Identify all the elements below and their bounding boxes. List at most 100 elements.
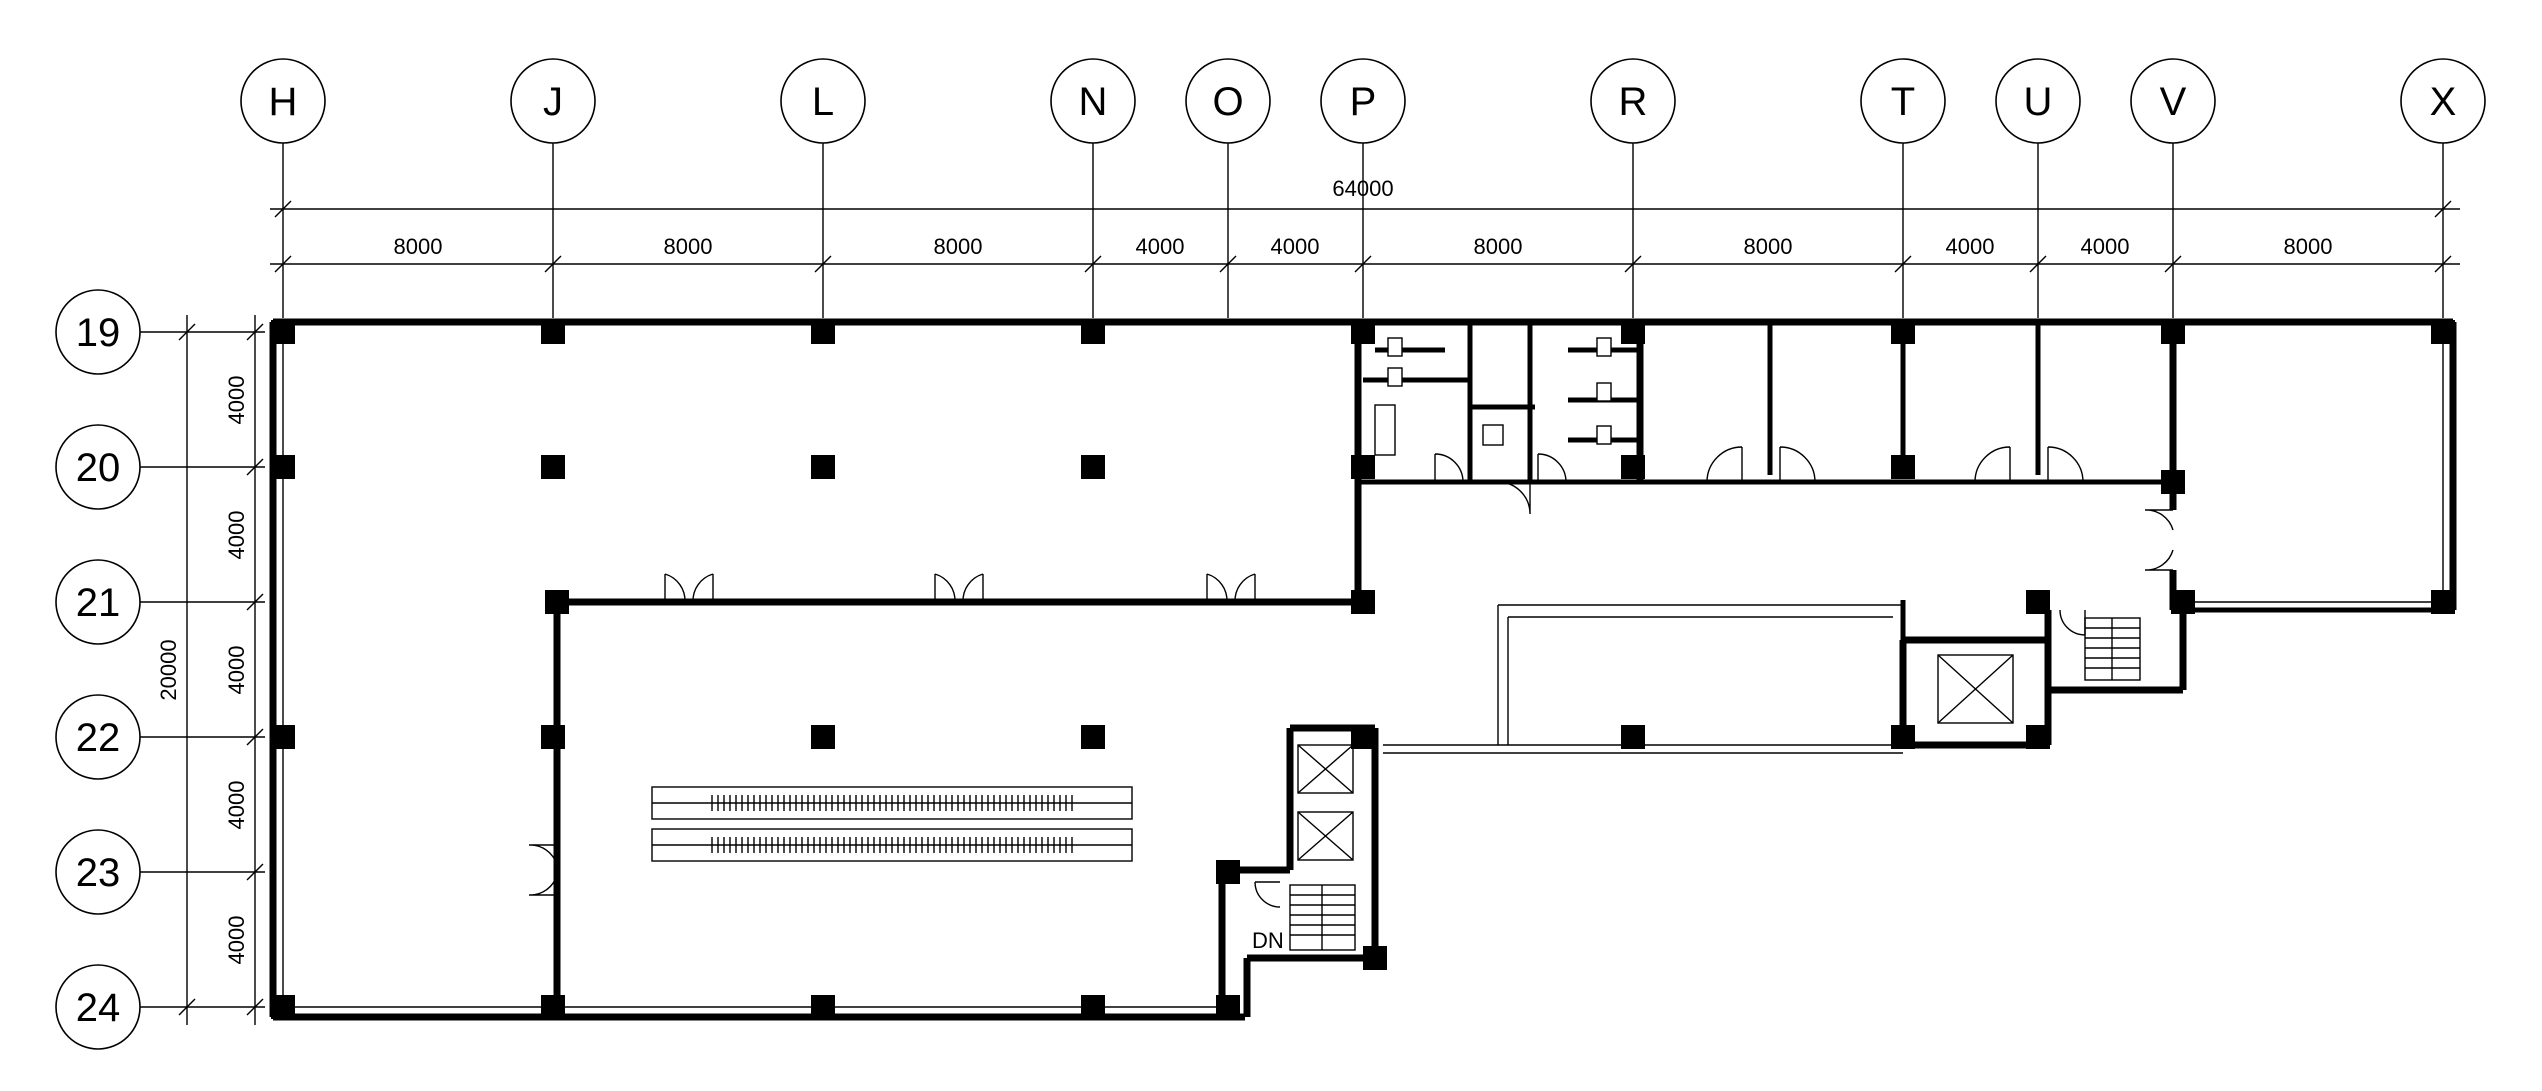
grid-label-h: H (269, 80, 298, 124)
grid-label-p: P (1350, 80, 1377, 124)
structural-column (541, 725, 565, 749)
structural-column (1891, 455, 1915, 479)
structural-column (541, 320, 565, 344)
dimension-n-o: 4000 (1136, 234, 1185, 259)
grid-bubble-24: 24 (55, 964, 265, 1050)
door-swing (1706, 446, 1743, 483)
dimension-t-u: 4000 (1946, 234, 1995, 259)
grid-label-l: L (812, 80, 834, 124)
row-grid: 19 20 21 22 23 24 (55, 289, 265, 1050)
door-swing (2047, 446, 2084, 483)
lift-core-center: DN (1218, 724, 1379, 1017)
dimension-r-t: 8000 (1744, 234, 1793, 259)
structural-column (1216, 995, 1240, 1019)
toilet-fixture (1596, 337, 1612, 357)
dimension-20-21: 4000 (224, 511, 249, 560)
dimension-19-20: 4000 (224, 376, 249, 425)
dimension-23-24: 4000 (224, 916, 249, 965)
structural-columns (271, 320, 2455, 1019)
structural-column (1081, 455, 1105, 479)
grid-bubble-r: R (1590, 58, 1676, 318)
structural-column (2026, 590, 2050, 614)
structural-column (1351, 320, 1375, 344)
grid-bubble-j: J (510, 58, 596, 318)
dimension-j-l: 8000 (664, 234, 713, 259)
door-swing (1434, 453, 1464, 483)
door-swing (1206, 573, 1228, 603)
structural-column (2431, 320, 2455, 344)
structural-column (1216, 860, 1240, 884)
structural-column (541, 995, 565, 1019)
structural-column (1621, 320, 1645, 344)
escalator-pair (651, 786, 1133, 862)
door-swing (1254, 881, 1281, 908)
structural-column (811, 725, 835, 749)
door-swing (2144, 509, 2174, 531)
structural-column (1363, 946, 1387, 970)
door-swing (2059, 609, 2086, 636)
structural-column (811, 455, 835, 479)
dimension-v-x: 8000 (2284, 234, 2333, 259)
door-swing (528, 874, 558, 896)
structural-column (541, 455, 565, 479)
structural-column (1621, 725, 1645, 749)
grid-label-u: U (2024, 80, 2053, 124)
grid-bubble-l: L (780, 58, 866, 318)
door-swing (664, 573, 686, 603)
grid-label-t: T (1891, 80, 1915, 124)
grid-bubble-22: 22 (55, 694, 265, 780)
grid-bubble-h: H (240, 58, 326, 318)
grid-label-24: 24 (76, 986, 121, 1030)
sink-fixture (1482, 424, 1504, 446)
structural-column (2026, 725, 2050, 749)
grid-bubble-v: V (2130, 58, 2216, 318)
grid-label-19: 19 (76, 311, 121, 355)
door-swing (962, 573, 984, 603)
toilet-fixture (1387, 337, 1403, 357)
column-grid: H J L N O P R (240, 58, 2486, 318)
structural-column (2161, 320, 2185, 344)
dimension-h-j: 8000 (394, 234, 443, 259)
door-swing (2144, 549, 2174, 571)
grid-bubble-20: 20 (55, 424, 265, 510)
grid-label-22: 22 (76, 716, 121, 760)
structural-column (271, 995, 295, 1019)
structural-column (271, 725, 295, 749)
grid-bubble-t: T (1860, 58, 1946, 318)
structural-column (1081, 995, 1105, 1019)
grid-bubble-u: U (1995, 58, 2081, 318)
structural-column (271, 455, 295, 479)
structural-column (2171, 590, 2195, 614)
doors (528, 446, 2174, 908)
dimension-o-p: 4000 (1271, 234, 1320, 259)
grid-label-21: 21 (76, 581, 121, 625)
structural-column (1351, 455, 1375, 479)
door-swing (1537, 453, 1567, 483)
grid-label-23: 23 (76, 851, 121, 895)
interior-walls (553, 322, 2177, 1017)
structural-column (1351, 590, 1375, 614)
vertical-dimensions: 20000 4000 4000 4000 4000 4000 (156, 315, 264, 1025)
sink-counter (1374, 404, 1396, 456)
toilet-block (1363, 322, 1640, 480)
stair-dn-label: DN (1252, 928, 1284, 953)
structural-column (1351, 725, 1375, 749)
structural-column (1081, 320, 1105, 344)
grid-bubble-19: 19 (55, 289, 265, 375)
toilet-fixture (1596, 382, 1612, 402)
dimension-u-v: 4000 (2081, 234, 2130, 259)
dimension-l-n: 8000 (934, 234, 983, 259)
overall-row-dimension: 20000 (156, 639, 181, 700)
structural-column (271, 320, 295, 344)
dimension-21-22: 4000 (224, 646, 249, 695)
horizontal-dimensions: 64000 8000 8000 8000 4000 4000 8000 8000… (270, 176, 2460, 273)
door-swing (1497, 481, 1531, 515)
door-swing (1779, 446, 1816, 483)
overall-dimension: 64000 (1332, 176, 1393, 201)
door-swing (1234, 573, 1256, 603)
grid-bubble-n: N (1050, 58, 1136, 318)
structural-column (1621, 455, 1645, 479)
structural-column (2161, 470, 2185, 494)
grid-bubble-23: 23 (55, 829, 265, 915)
